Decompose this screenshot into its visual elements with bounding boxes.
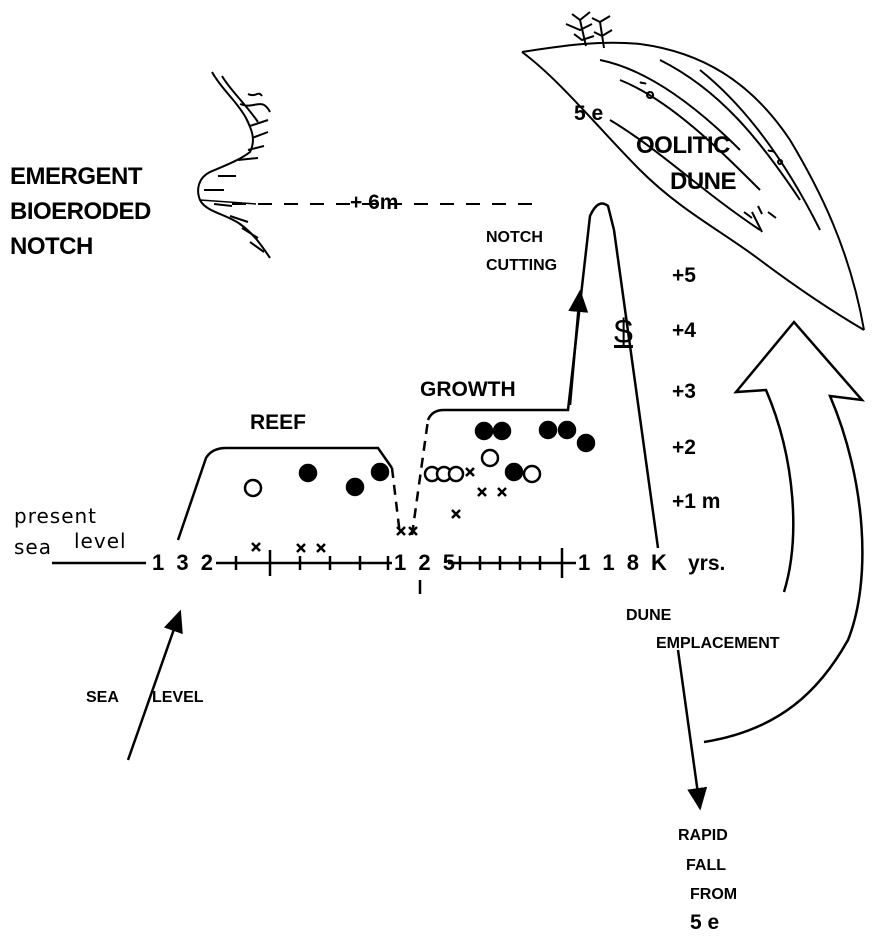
arrows: [128, 292, 862, 808]
label-notch-cutting-1: NOTCH: [486, 230, 543, 246]
label-oolitic: OOLITIC: [636, 134, 730, 158]
filled-circle-symbol: [506, 464, 522, 480]
scale-plus-5: +5: [672, 265, 696, 286]
age-tick-118k: 1 1 8 K: [578, 552, 670, 574]
label-dune-emplacement-1: DUNE: [626, 608, 671, 624]
label-fall: FALL: [686, 858, 726, 874]
scale-plus-4: +4: [672, 320, 696, 341]
label-sea: sea: [14, 537, 52, 557]
label-notch: NOTCH: [10, 235, 93, 259]
sea-level-dip-dashed: [392, 420, 428, 535]
label-dune: DUNE: [670, 170, 736, 194]
scale-plus-1m: +1 m: [672, 491, 720, 512]
scale-plus-3: +3: [672, 381, 696, 402]
label-rapid: RAPID: [678, 828, 728, 844]
open-circle-symbol: [245, 480, 261, 496]
scale-plus-2: +2: [672, 437, 696, 458]
label-growth: GROWTH: [420, 379, 516, 400]
rapid-fall-arrow: [678, 650, 700, 808]
age-tick-132: 1 3 2: [152, 552, 216, 574]
label-emergent: EMERGENT: [10, 165, 142, 189]
filled-circle-symbol: [476, 423, 492, 439]
filled-circle-symbol: [347, 479, 363, 495]
sea-level-symbol: $: [614, 315, 633, 349]
notch-cutting-arrow: [570, 292, 580, 405]
dune-emplacement-arrow: [704, 322, 862, 742]
sea-level-arrow: [128, 612, 180, 760]
bioeroded-notch-illustration: [198, 72, 270, 258]
label-stage-5e-top: 5 e: [574, 103, 603, 124]
label-level-arrow: LEVEL: [152, 690, 204, 706]
label-sea-arrow: SEA: [86, 690, 119, 706]
filled-circle-symbol: [559, 422, 575, 438]
time-axis: [52, 548, 576, 594]
age-unit-yrs: yrs.: [688, 553, 725, 574]
filled-circle-symbol: [540, 422, 556, 438]
label-level: level: [74, 531, 127, 551]
open-circle-symbol: [524, 466, 540, 482]
filled-circle-symbol: [578, 435, 594, 451]
filled-circle-symbol: [372, 464, 388, 480]
label-dune-emplacement-2: EMPLACEMENT: [656, 636, 780, 652]
data-symbols: [245, 422, 594, 552]
label-from: FROM: [690, 887, 737, 903]
label-stage-5e-bottom: 5 e: [690, 912, 719, 933]
label-reef: REEF: [250, 412, 306, 433]
filled-circle-symbol: [300, 465, 316, 481]
filled-circle-symbol: [494, 423, 510, 439]
age-tick-125: 1 2 5: [394, 552, 458, 574]
label-present: present: [14, 506, 97, 526]
label-plus-6m: + 6m: [350, 192, 398, 213]
open-circle-symbol: [449, 467, 463, 481]
rapid-fall-line: [614, 230, 658, 548]
open-circle-symbol: [482, 450, 498, 466]
label-notch-cutting-2: CUTTING: [486, 258, 557, 274]
label-bioeroded: BIOERODED: [10, 200, 151, 224]
